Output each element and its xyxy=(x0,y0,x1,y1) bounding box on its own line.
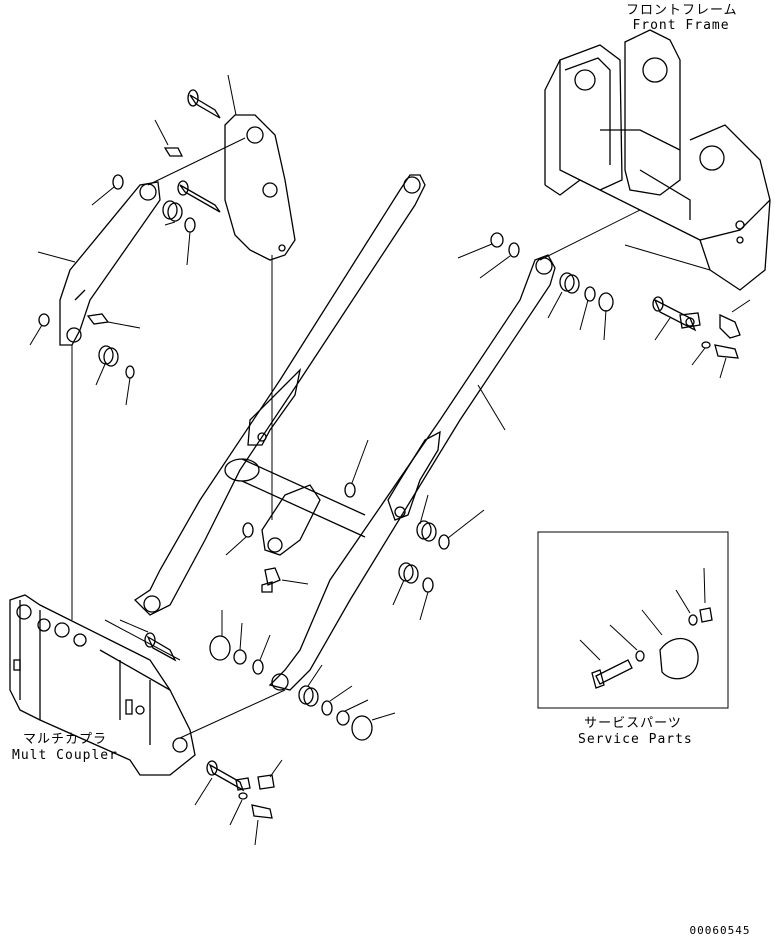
coupler-pin xyxy=(144,632,275,819)
service-parts-box xyxy=(537,531,729,709)
top-left-bushings xyxy=(38,174,196,379)
mult-coupler xyxy=(9,594,196,776)
service-parts-label-jp: サービスパーツ xyxy=(584,716,682,731)
lift-arm-left xyxy=(133,174,426,616)
bellcrank-link xyxy=(59,181,161,346)
front-frame-label-jp: フロントフレーム xyxy=(626,3,738,18)
front-frame xyxy=(544,29,771,291)
lift-arm-right xyxy=(268,254,556,691)
mult-coupler-label-en: Mult Coupler xyxy=(12,748,118,763)
drawing-number: 00060545 xyxy=(689,924,751,937)
mult-coupler-label-jp: マルチカプラ xyxy=(22,732,107,747)
top-pins xyxy=(86,89,221,325)
grease-fitting xyxy=(261,567,281,593)
link-plate xyxy=(224,114,296,261)
arm-top-rings xyxy=(490,232,614,312)
frame-pin xyxy=(652,296,741,359)
cross-tube xyxy=(224,458,366,556)
lower-bushings xyxy=(209,635,373,741)
front-frame-label-en: Front Frame xyxy=(632,18,730,33)
leader-lines xyxy=(29,74,751,846)
mid-bushings xyxy=(242,482,450,593)
service-parts-label-en: Service Parts xyxy=(578,732,693,747)
